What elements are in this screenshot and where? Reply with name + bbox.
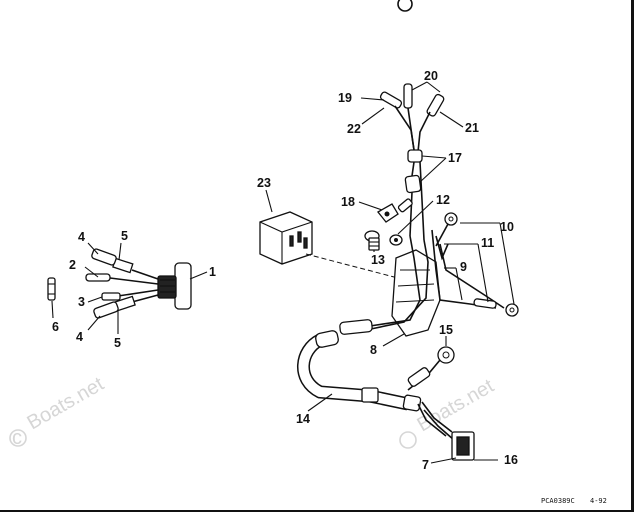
callout-11: 11 xyxy=(481,236,494,250)
callout-4-upper: 4 xyxy=(78,230,85,244)
harness-upper-wire xyxy=(409,191,413,237)
leader-3 xyxy=(87,296,103,303)
leader-22 xyxy=(361,107,385,125)
callout-5-lower: 5 xyxy=(114,336,121,350)
leader-4-upper xyxy=(87,242,99,255)
leader-20a xyxy=(411,81,428,91)
harness-end-sleeve xyxy=(339,319,373,335)
leader-14 xyxy=(307,393,333,412)
watermark-left: c Boats.net xyxy=(9,373,109,449)
part-3-terminal xyxy=(101,292,121,301)
callout-1: 1 xyxy=(209,265,216,279)
callout-3: 3 xyxy=(78,295,85,309)
part-17-sleeves xyxy=(404,149,423,194)
part-1-plug-body xyxy=(157,262,192,310)
callout-20: 20 xyxy=(424,69,438,83)
leader-17b xyxy=(419,157,447,183)
part-12-clamp xyxy=(389,234,403,246)
leader-20b xyxy=(426,81,441,93)
leader-8 xyxy=(382,333,405,347)
callout-7: 7 xyxy=(422,458,429,472)
frame-edge-bottom xyxy=(0,510,634,512)
callout-22: 22 xyxy=(347,122,361,136)
callout-21: 21 xyxy=(465,121,479,135)
part-18-ground-lug xyxy=(377,198,413,223)
part-2-bullet-connector xyxy=(85,273,111,282)
leader-4-lower xyxy=(87,315,101,331)
leader-9-down xyxy=(455,267,463,301)
drawing-date: 4-92 xyxy=(590,497,607,505)
plug-wires xyxy=(109,269,159,303)
leader-23 xyxy=(265,189,273,213)
drawing-code: PCA0389C xyxy=(541,497,575,505)
watermark-c-left: c xyxy=(12,427,22,449)
callout-8: 8 xyxy=(370,343,377,357)
callout-19: 19 xyxy=(338,91,352,105)
leader-5-upper xyxy=(118,242,122,261)
leader-1 xyxy=(189,271,208,280)
leader-19 xyxy=(360,97,385,101)
part-6-fuse xyxy=(47,277,56,301)
callout-17: 17 xyxy=(448,151,462,165)
part-13-bolt xyxy=(364,230,380,251)
part-14-cable xyxy=(297,330,422,412)
copyright-icon xyxy=(397,0,413,12)
part-15-ring-terminal xyxy=(407,346,455,391)
part-4-sleeve-lower xyxy=(93,301,119,319)
part-19-22-upper-terminals xyxy=(379,83,445,153)
callout-23: 23 xyxy=(257,176,271,190)
callout-15: 15 xyxy=(439,323,453,337)
watermark-text-right: Boats.net xyxy=(414,375,499,437)
leader-21 xyxy=(439,111,464,128)
callout-10: 10 xyxy=(500,220,514,234)
callout-6: 6 xyxy=(52,320,59,334)
callout-9: 9 xyxy=(460,260,467,274)
callout-2: 2 xyxy=(69,258,76,272)
leader-6 xyxy=(51,300,54,319)
part-7-connector xyxy=(417,401,475,461)
copyright-icon xyxy=(9,429,27,447)
harness-upper-wire xyxy=(419,161,425,241)
leader-10-down xyxy=(499,222,515,305)
part-4-sleeve-upper xyxy=(91,248,117,266)
leader-7 xyxy=(430,457,457,464)
callout-4-lower: 4 xyxy=(76,330,83,344)
leader-18 xyxy=(358,201,383,211)
callout-13: 13 xyxy=(371,253,385,267)
part-11-wire-terminal xyxy=(473,298,497,309)
watermark-text-left: Boats.net xyxy=(24,373,109,435)
leader-17a xyxy=(421,155,447,159)
watermark-top xyxy=(397,0,413,12)
part-10-ring-terminal-lower xyxy=(505,303,519,317)
frame-edge-right xyxy=(631,0,634,512)
copyright-icon xyxy=(399,431,417,449)
part-23-relay xyxy=(259,211,313,265)
callout-18: 18 xyxy=(341,195,355,209)
leader-2 xyxy=(84,266,99,278)
callout-5-upper: 5 xyxy=(121,229,128,243)
leader-11-down xyxy=(477,243,489,303)
callout-16: 16 xyxy=(504,453,518,467)
callout-14: 14 xyxy=(296,412,310,426)
part-10-ring-terminal-upper xyxy=(435,212,458,247)
harness-upper-wire xyxy=(411,161,415,177)
leader-12 xyxy=(397,200,434,235)
callout-12: 12 xyxy=(436,193,450,207)
